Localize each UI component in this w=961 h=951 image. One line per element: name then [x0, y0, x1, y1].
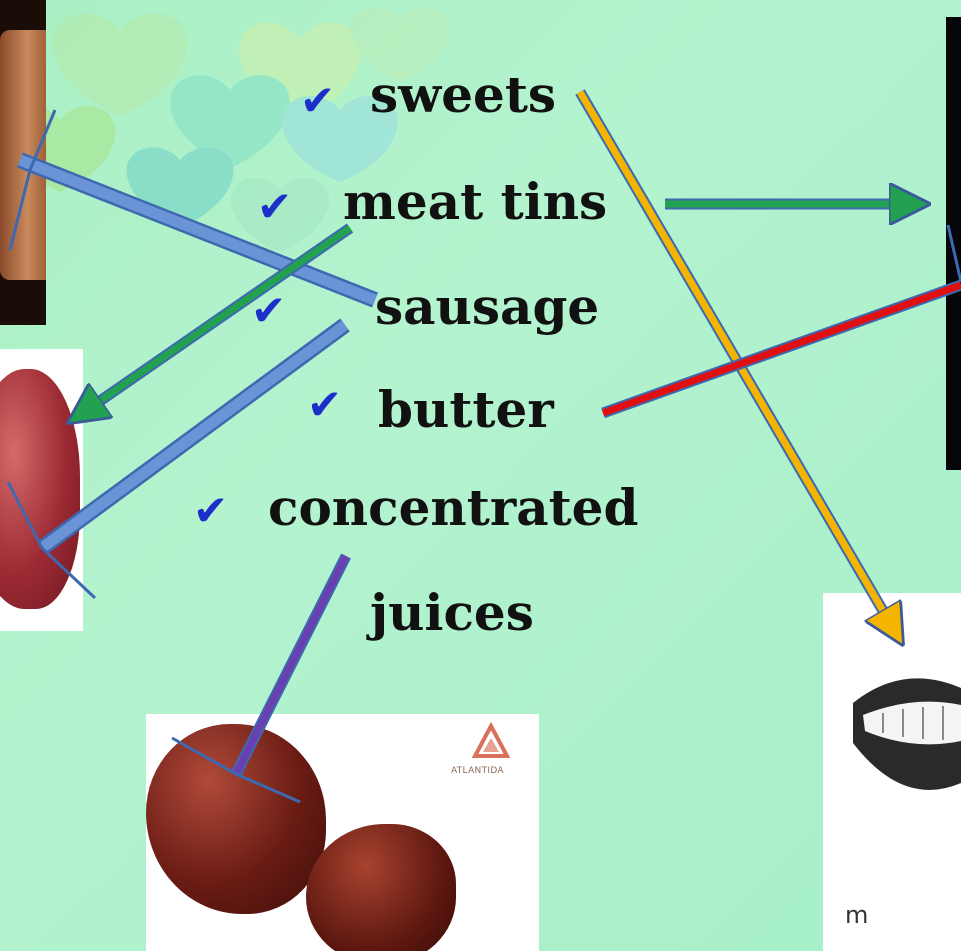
arrows-overlay [0, 0, 961, 951]
